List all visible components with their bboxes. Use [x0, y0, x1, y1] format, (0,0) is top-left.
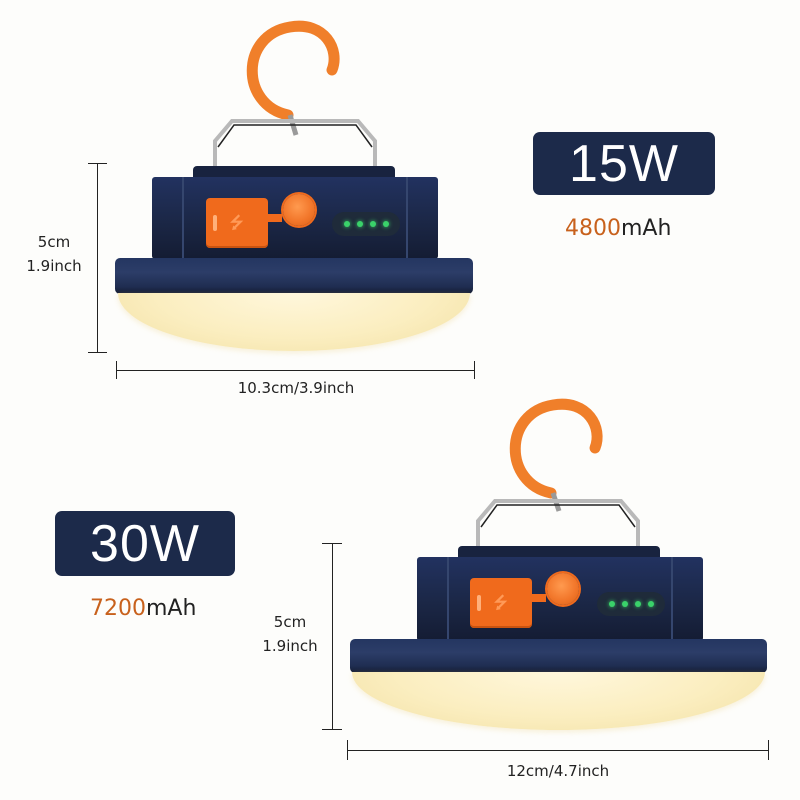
- battery-led: [608, 601, 615, 607]
- capacity-label: 4800mAh: [565, 216, 671, 241]
- height-inch: 1.9inch: [262, 637, 318, 655]
- hook-icon: [476, 398, 640, 548]
- light-diffuser: [118, 293, 470, 351]
- height-dim-line: [332, 543, 333, 730]
- battery-led: [343, 221, 350, 227]
- power-button[interactable]: [283, 194, 315, 226]
- height-dim-bottom-tick: [88, 352, 107, 353]
- lamp-rim: [350, 639, 767, 673]
- usb-port-cover[interactable]: ⭍: [206, 198, 268, 248]
- height-cm: 5cm: [273, 613, 307, 631]
- capacity-unit: mAh: [146, 596, 197, 621]
- power-button[interactable]: [547, 573, 579, 605]
- battery-indicator: [597, 592, 665, 616]
- power-label: 30W: [90, 514, 200, 573]
- battery-led: [647, 601, 654, 607]
- power-badge: 15W: [533, 132, 715, 195]
- light-diffuser: [352, 672, 765, 730]
- lamp-top-cap: [193, 166, 395, 178]
- battery-led: [621, 601, 628, 607]
- height-dim-label: 5cm 1.9inch: [250, 610, 330, 658]
- battery-led: [382, 221, 389, 227]
- power-badge: 30W: [55, 511, 235, 576]
- usb-icon: ⭍: [494, 593, 508, 612]
- height-dim-bottom-tick: [322, 729, 342, 730]
- usb-port-cover[interactable]: ⭍: [470, 578, 532, 628]
- capacity-label: 7200mAh: [90, 596, 196, 621]
- width-dim-line: [116, 370, 475, 371]
- power-label: 15W: [569, 134, 679, 193]
- usb-cover-tether: [530, 594, 546, 602]
- hook-icon: [213, 20, 377, 167]
- height-dim-line: [97, 163, 98, 353]
- height-cm: 5cm: [37, 233, 71, 251]
- battery-indicator: [332, 212, 400, 236]
- width-dim-label: 10.3cm/3.9inch: [237, 379, 355, 397]
- battery-led: [634, 601, 641, 607]
- height-dim-label: 5cm 1.9inch: [14, 230, 94, 278]
- capacity-unit: mAh: [621, 216, 672, 241]
- battery-led: [356, 221, 363, 227]
- lamp-top-cap: [458, 546, 660, 558]
- usb-icon: ⭍: [230, 213, 244, 232]
- width-dim-right-tick: [768, 740, 769, 760]
- width-dim-right-tick: [474, 361, 475, 379]
- lamp-rim: [115, 258, 473, 294]
- height-inch: 1.9inch: [26, 257, 82, 275]
- width-dim-label: 12cm/4.7inch: [506, 762, 610, 780]
- capacity-number: 4800: [565, 216, 621, 241]
- usb-cover-tether: [266, 214, 282, 222]
- capacity-number: 7200: [90, 596, 146, 621]
- battery-led: [369, 221, 376, 227]
- width-dim-line: [347, 750, 769, 751]
